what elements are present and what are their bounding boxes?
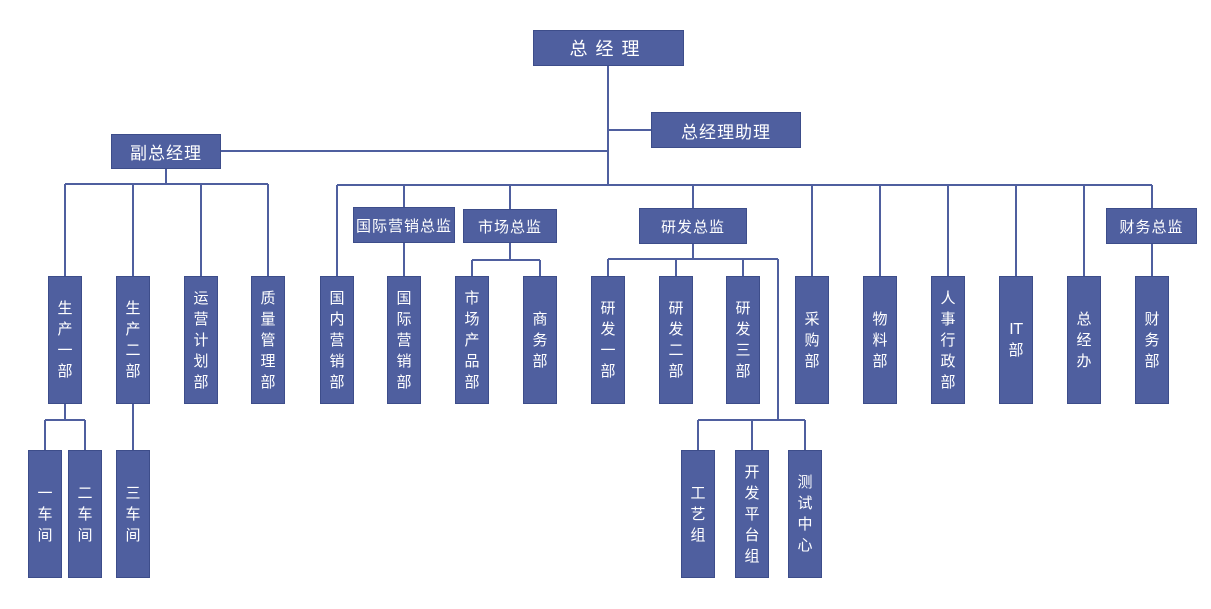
- node-label: 二车间: [77, 483, 93, 544]
- node-gm-office: 总经办: [1067, 276, 1101, 404]
- node-label: 财务部: [1144, 309, 1160, 370]
- node-label: 总经办: [1076, 309, 1092, 370]
- node-label: 质量管理部: [260, 288, 276, 391]
- node-rd-director: 研发总监: [639, 208, 747, 244]
- node-label: 生产一部: [57, 299, 73, 380]
- node-label: 测试中心: [797, 473, 813, 554]
- node-label: 工艺组: [690, 483, 706, 544]
- node-label: 三车间: [125, 483, 141, 544]
- node-deputy-gm: 副总经理: [111, 134, 221, 169]
- node-label: 人事行政部: [940, 288, 956, 391]
- node-label: 采购部: [804, 309, 820, 370]
- node-label: 市场产品部: [464, 288, 480, 391]
- node-commerce: 商务部: [523, 276, 557, 404]
- node-workshop-2: 二车间: [68, 450, 102, 578]
- node-production-1: 生产一部: [48, 276, 82, 404]
- node-quality: 质量管理部: [251, 276, 285, 404]
- node-market-products: 市场产品部: [455, 276, 489, 404]
- node-process-group: 工艺组: [681, 450, 715, 578]
- node-label: 运营计划部: [193, 288, 209, 391]
- node-hr-admin: 人事行政部: [931, 276, 965, 404]
- node-label: 物料部: [872, 309, 888, 370]
- node-intl-sales-director: 国际营销总监: [353, 207, 455, 243]
- node-test-center: 测试中心: [788, 450, 822, 578]
- node-rd-3: 研发三部: [726, 276, 760, 404]
- node-workshop-3: 三车间: [116, 450, 150, 578]
- node-general-manager: 总经理: [533, 30, 684, 66]
- node-label: 研发三部: [735, 299, 751, 380]
- node-label: 开发平台组: [744, 462, 760, 565]
- node-label: 研发二部: [668, 299, 684, 380]
- node-label: 国内营销部: [329, 288, 345, 391]
- node-rd-2: 研发二部: [659, 276, 693, 404]
- node-label: 商务部: [532, 309, 548, 370]
- node-finance: 财务部: [1135, 276, 1169, 404]
- node-gm-assistant: 总经理助理: [651, 112, 801, 148]
- node-dev-platform: 开发平台组: [735, 450, 769, 578]
- node-workshop-1: 一车间: [28, 450, 62, 578]
- node-production-2: 生产二部: [116, 276, 150, 404]
- node-label: 国际营销部: [396, 288, 412, 391]
- node-purchasing: 采购部: [795, 276, 829, 404]
- node-finance-director: 财务总监: [1106, 208, 1197, 244]
- node-materials: 物料部: [863, 276, 897, 404]
- node-label: 一车间: [37, 483, 53, 544]
- node-label: 研发一部: [600, 299, 616, 380]
- node-market-director: 市场总监: [463, 209, 557, 243]
- node-rd-1: 研发一部: [591, 276, 625, 404]
- node-domestic-sales: 国内营销部: [320, 276, 354, 404]
- node-label: 生产二部: [125, 299, 141, 380]
- node-intl-sales: 国际营销部: [387, 276, 421, 404]
- node-ops-planning: 运营计划部: [184, 276, 218, 404]
